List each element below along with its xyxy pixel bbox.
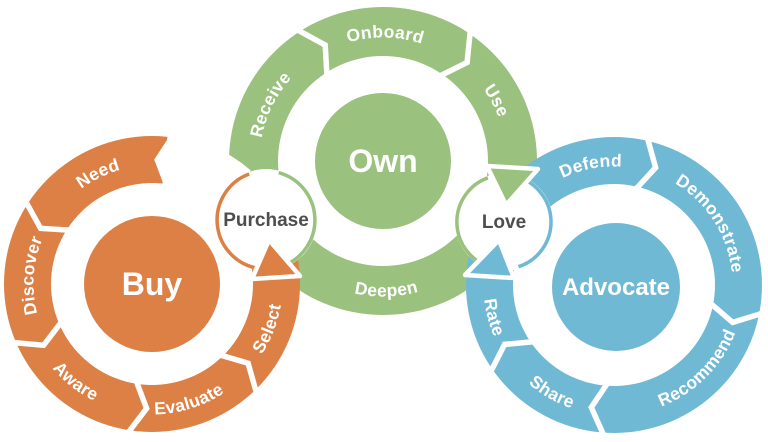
select-to-purchase-arrow-icon (249, 237, 303, 282)
buy-center-circle (84, 216, 220, 352)
need-swallowtail-notch (154, 135, 171, 186)
discover-aware-divider-chevron (13, 321, 64, 349)
purchase-node-label: Purchase (223, 210, 309, 231)
buy-ring-start-gap (161, 134, 251, 211)
advocate-center-label: Advocate (562, 274, 670, 301)
purchase-node-rim-green (278, 171, 317, 268)
love-node-circle (455, 173, 553, 271)
purchase-node-circle (215, 169, 317, 271)
rate-to-love-arrow-icon (462, 237, 517, 281)
love-node-rim-blue (514, 174, 553, 269)
purchase-node-rim-orange (215, 172, 262, 271)
need-discover-divider-chevron (23, 200, 70, 233)
aware-evaluate-divider-chevron (126, 380, 150, 434)
recommend-share-divider-chevron (588, 382, 610, 436)
share-rate-divider-chevron (488, 339, 534, 373)
onboard-use-divider-chevron (439, 31, 473, 79)
love-node-label: Love (482, 212, 526, 233)
advocate-center-circle (552, 223, 680, 351)
use-to-love-arrow-icon (484, 163, 541, 208)
buy-center-label: Buy (122, 266, 183, 302)
demonstrate-recommend-divider-chevron (709, 301, 763, 326)
own-center-circle (315, 93, 451, 229)
purchase-node (215, 169, 317, 271)
evaluate-select-divider-chevron (220, 352, 259, 393)
own-center-label: Own (348, 143, 417, 179)
defend-demonstrate-divider-chevron (634, 138, 659, 191)
receive-onboard-divider-chevron (296, 27, 330, 75)
